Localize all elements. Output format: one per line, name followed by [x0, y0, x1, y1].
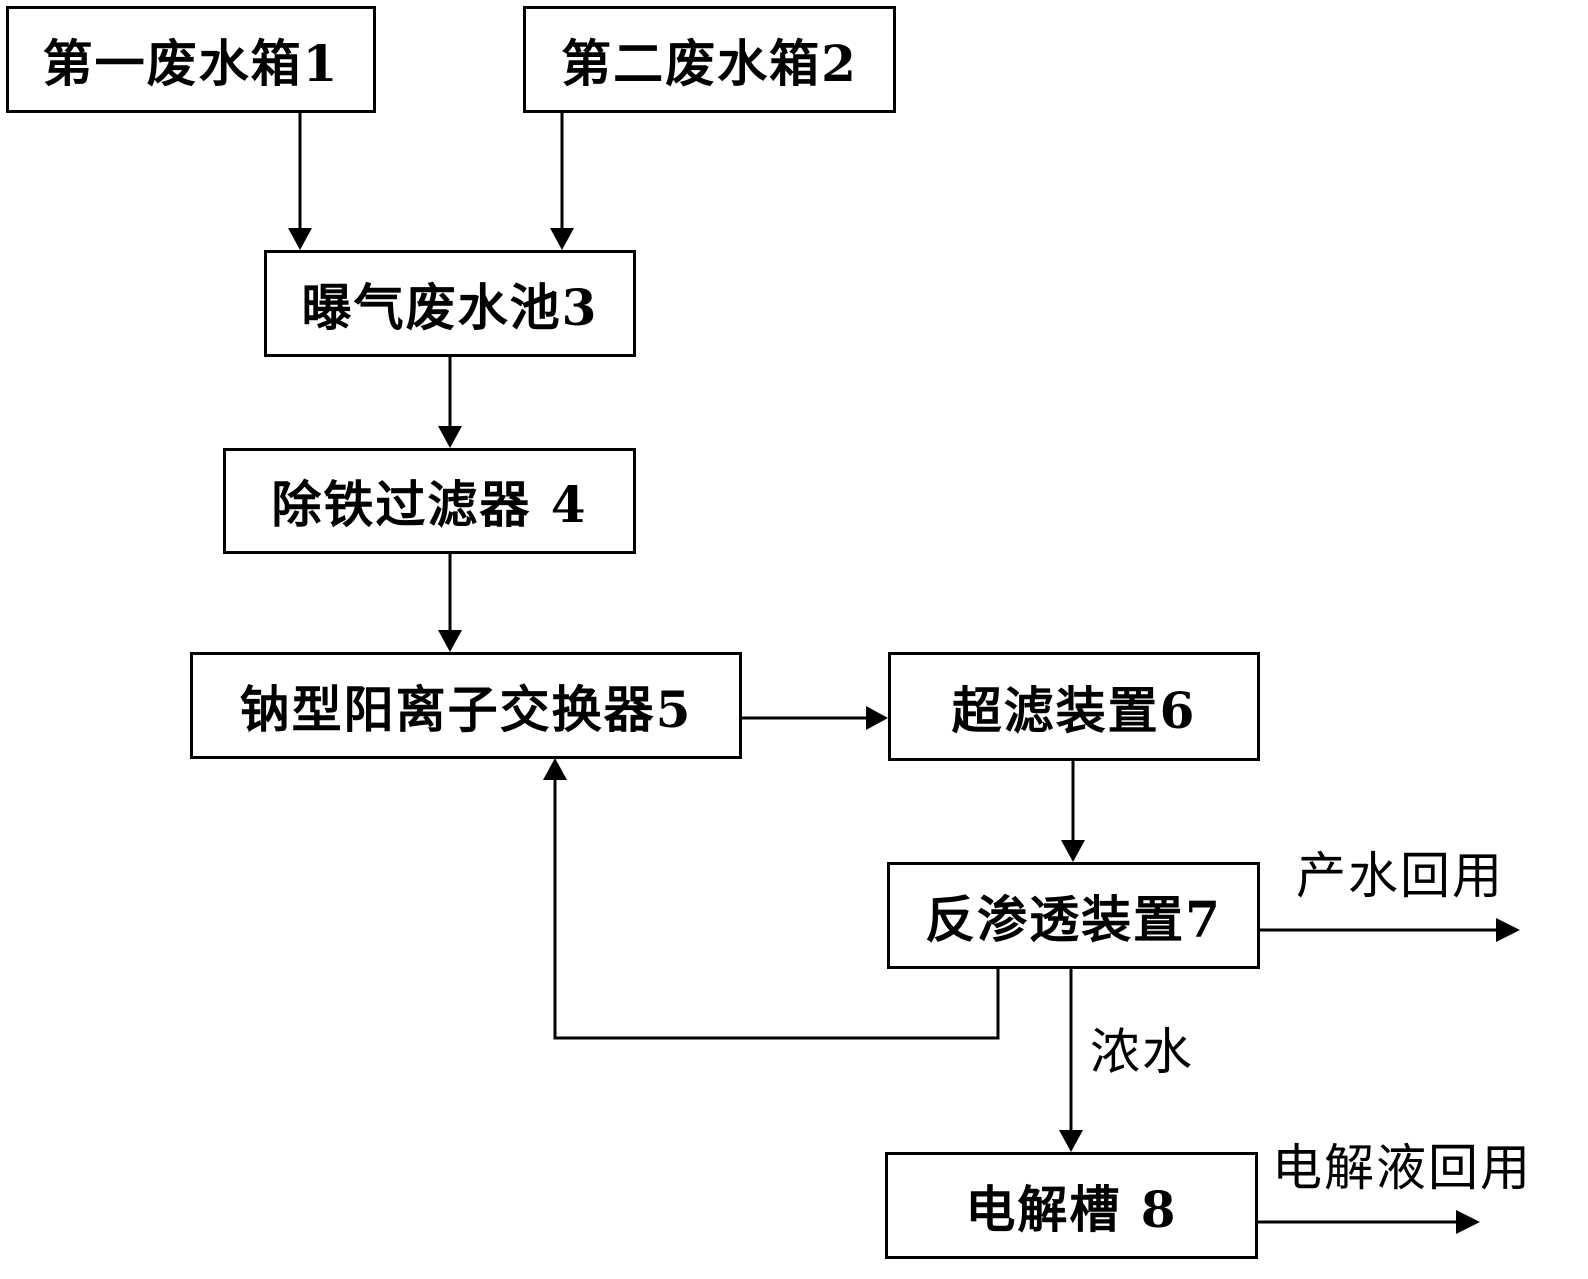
arrowhead-product-water: [1496, 918, 1520, 942]
node-tank1-label: 第一废水箱1: [42, 33, 340, 93]
node-tank1: 第一废水箱1: [6, 6, 376, 113]
node-ultrafiltration: 超滤装置6: [888, 652, 1260, 761]
arrowhead-aeration: [438, 426, 462, 448]
node-electrolyzer-label: 电解槽 8: [965, 1179, 1178, 1239]
arrowhead-uf: [1061, 840, 1085, 862]
node-reverse-osmosis-label: 反渗透装置7: [925, 889, 1222, 949]
node-tank2-label: 第二废水箱2: [561, 33, 858, 93]
node-cation-exchanger: 钠型阳离子交换器5: [190, 652, 742, 759]
node-reverse-osmosis: 反渗透装置7: [887, 862, 1260, 969]
label-product-water: 产水回用: [1296, 847, 1504, 905]
arrowhead-electrolyte-reuse: [1456, 1210, 1480, 1234]
node-electrolyzer: 电解槽 8: [885, 1152, 1258, 1259]
label-concentrate: 浓水: [1090, 1023, 1194, 1081]
node-iron-filter-label: 除铁过滤器 4: [271, 475, 588, 534]
arrowhead-exchanger: [866, 706, 888, 730]
arrowhead-tank1: [288, 228, 312, 250]
arrowhead-filter: [438, 630, 462, 652]
arrowhead-electrolyzer: [1059, 1130, 1083, 1152]
node-aeration-pool: 曝气废水池3: [264, 250, 636, 357]
arrowhead-recycle: [543, 758, 567, 780]
node-tank2: 第二废水箱2: [523, 6, 896, 113]
arrow-ro-recycle-to-exchanger: [553, 778, 1000, 1040]
arrowhead-tank2: [550, 228, 574, 250]
label-electrolyte-reuse: 电解液回用: [1272, 1139, 1532, 1197]
node-cation-exchanger-label: 钠型阳离子交换器5: [239, 679, 693, 739]
node-aeration-pool-label: 曝气废水池3: [301, 277, 599, 337]
node-ultrafiltration-label: 超滤装置6: [951, 680, 1197, 740]
node-iron-filter: 除铁过滤器 4: [223, 448, 636, 554]
